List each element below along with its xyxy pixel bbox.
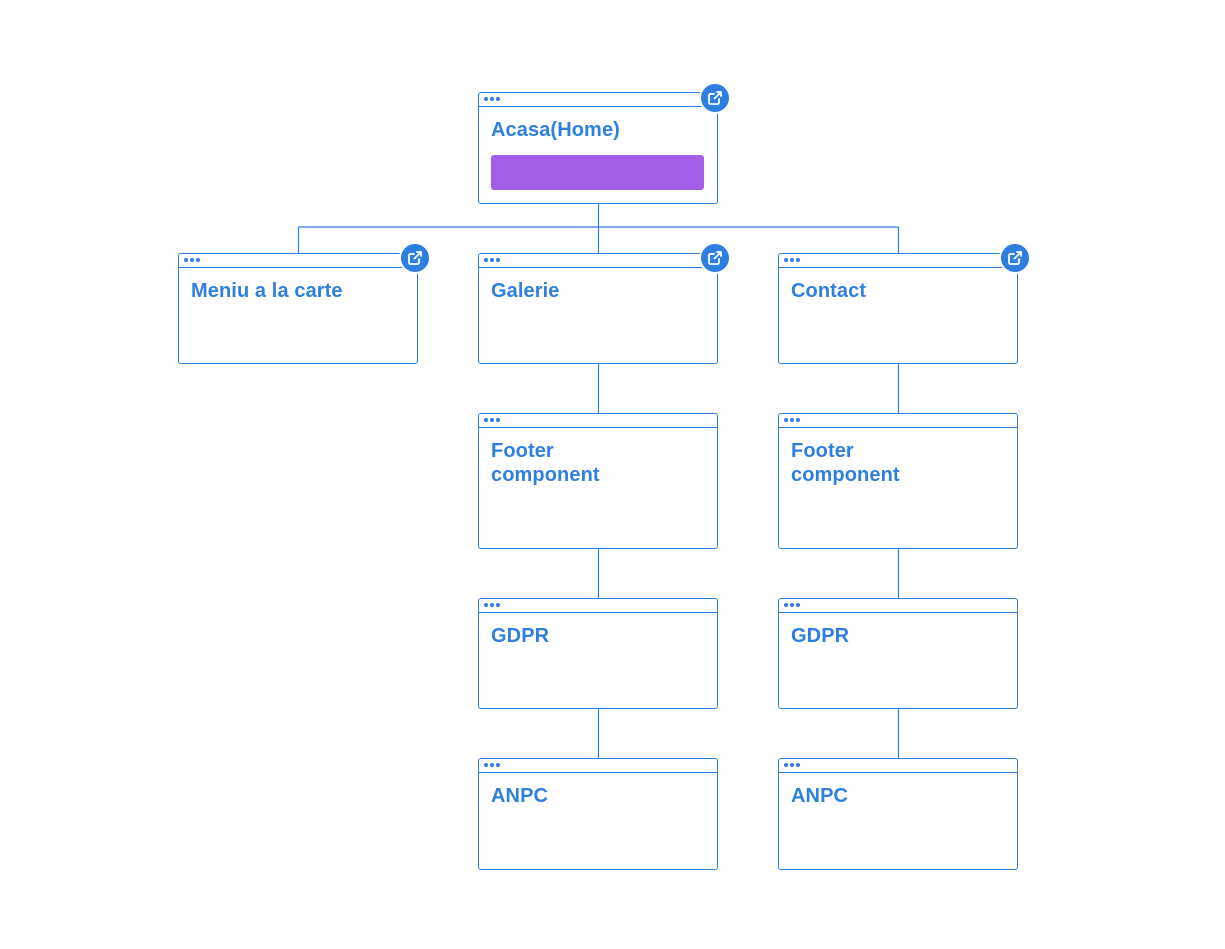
- external-link-icon[interactable]: [999, 242, 1031, 274]
- node-title-home: Acasa(Home): [491, 119, 620, 141]
- external-link-icon[interactable]: [399, 242, 431, 274]
- node-title-anpc: ANPC: [491, 785, 549, 807]
- external-link-icon[interactable]: [699, 82, 731, 114]
- node-header: [779, 599, 1017, 613]
- node-title-footer: Footer component: [491, 440, 600, 486]
- node-header: [179, 254, 417, 268]
- window-dots-icon: [484, 603, 500, 607]
- window-dots-icon: [484, 258, 500, 262]
- node-contact-anpc[interactable]: ANPC: [778, 758, 1018, 870]
- node-header: [779, 414, 1017, 428]
- node-galerie-anpc[interactable]: ANPC: [478, 758, 718, 870]
- node-menu[interactable]: Meniu a la carte: [178, 253, 418, 364]
- node-title-menu: Meniu a la carte: [191, 280, 343, 302]
- window-dots-icon: [184, 258, 200, 262]
- node-galerie[interactable]: Galerie: [478, 253, 718, 364]
- node-header: [479, 93, 717, 107]
- node-header: [479, 254, 717, 268]
- window-dots-icon: [784, 763, 800, 767]
- window-dots-icon: [784, 258, 800, 262]
- window-dots-icon: [484, 763, 500, 767]
- node-header: [479, 599, 717, 613]
- node-title-gdpr: GDPR: [491, 625, 550, 647]
- node-contact-gdpr[interactable]: GDPR: [778, 598, 1018, 709]
- node-header: [779, 254, 1017, 268]
- node-title-footer: Footer component: [791, 440, 900, 486]
- window-dots-icon: [784, 418, 800, 422]
- node-galerie-gdpr[interactable]: GDPR: [478, 598, 718, 709]
- node-home[interactable]: Acasa(Home): [478, 92, 718, 204]
- node-contact[interactable]: Contact: [778, 253, 1018, 364]
- node-title-contact: Contact: [791, 280, 867, 302]
- node-title-galerie: Galerie: [491, 280, 560, 302]
- node-title-anpc: ANPC: [791, 785, 849, 807]
- node-title-gdpr: GDPR: [791, 625, 850, 647]
- node-header: [779, 759, 1017, 773]
- node-header: [479, 759, 717, 773]
- node-content-bar: [491, 155, 704, 190]
- node-galerie-footer[interactable]: Footer component: [478, 413, 718, 549]
- node-header: [479, 414, 717, 428]
- window-dots-icon: [784, 603, 800, 607]
- node-contact-footer[interactable]: Footer component: [778, 413, 1018, 549]
- window-dots-icon: [484, 97, 500, 101]
- external-link-icon[interactable]: [699, 242, 731, 274]
- window-dots-icon: [484, 418, 500, 422]
